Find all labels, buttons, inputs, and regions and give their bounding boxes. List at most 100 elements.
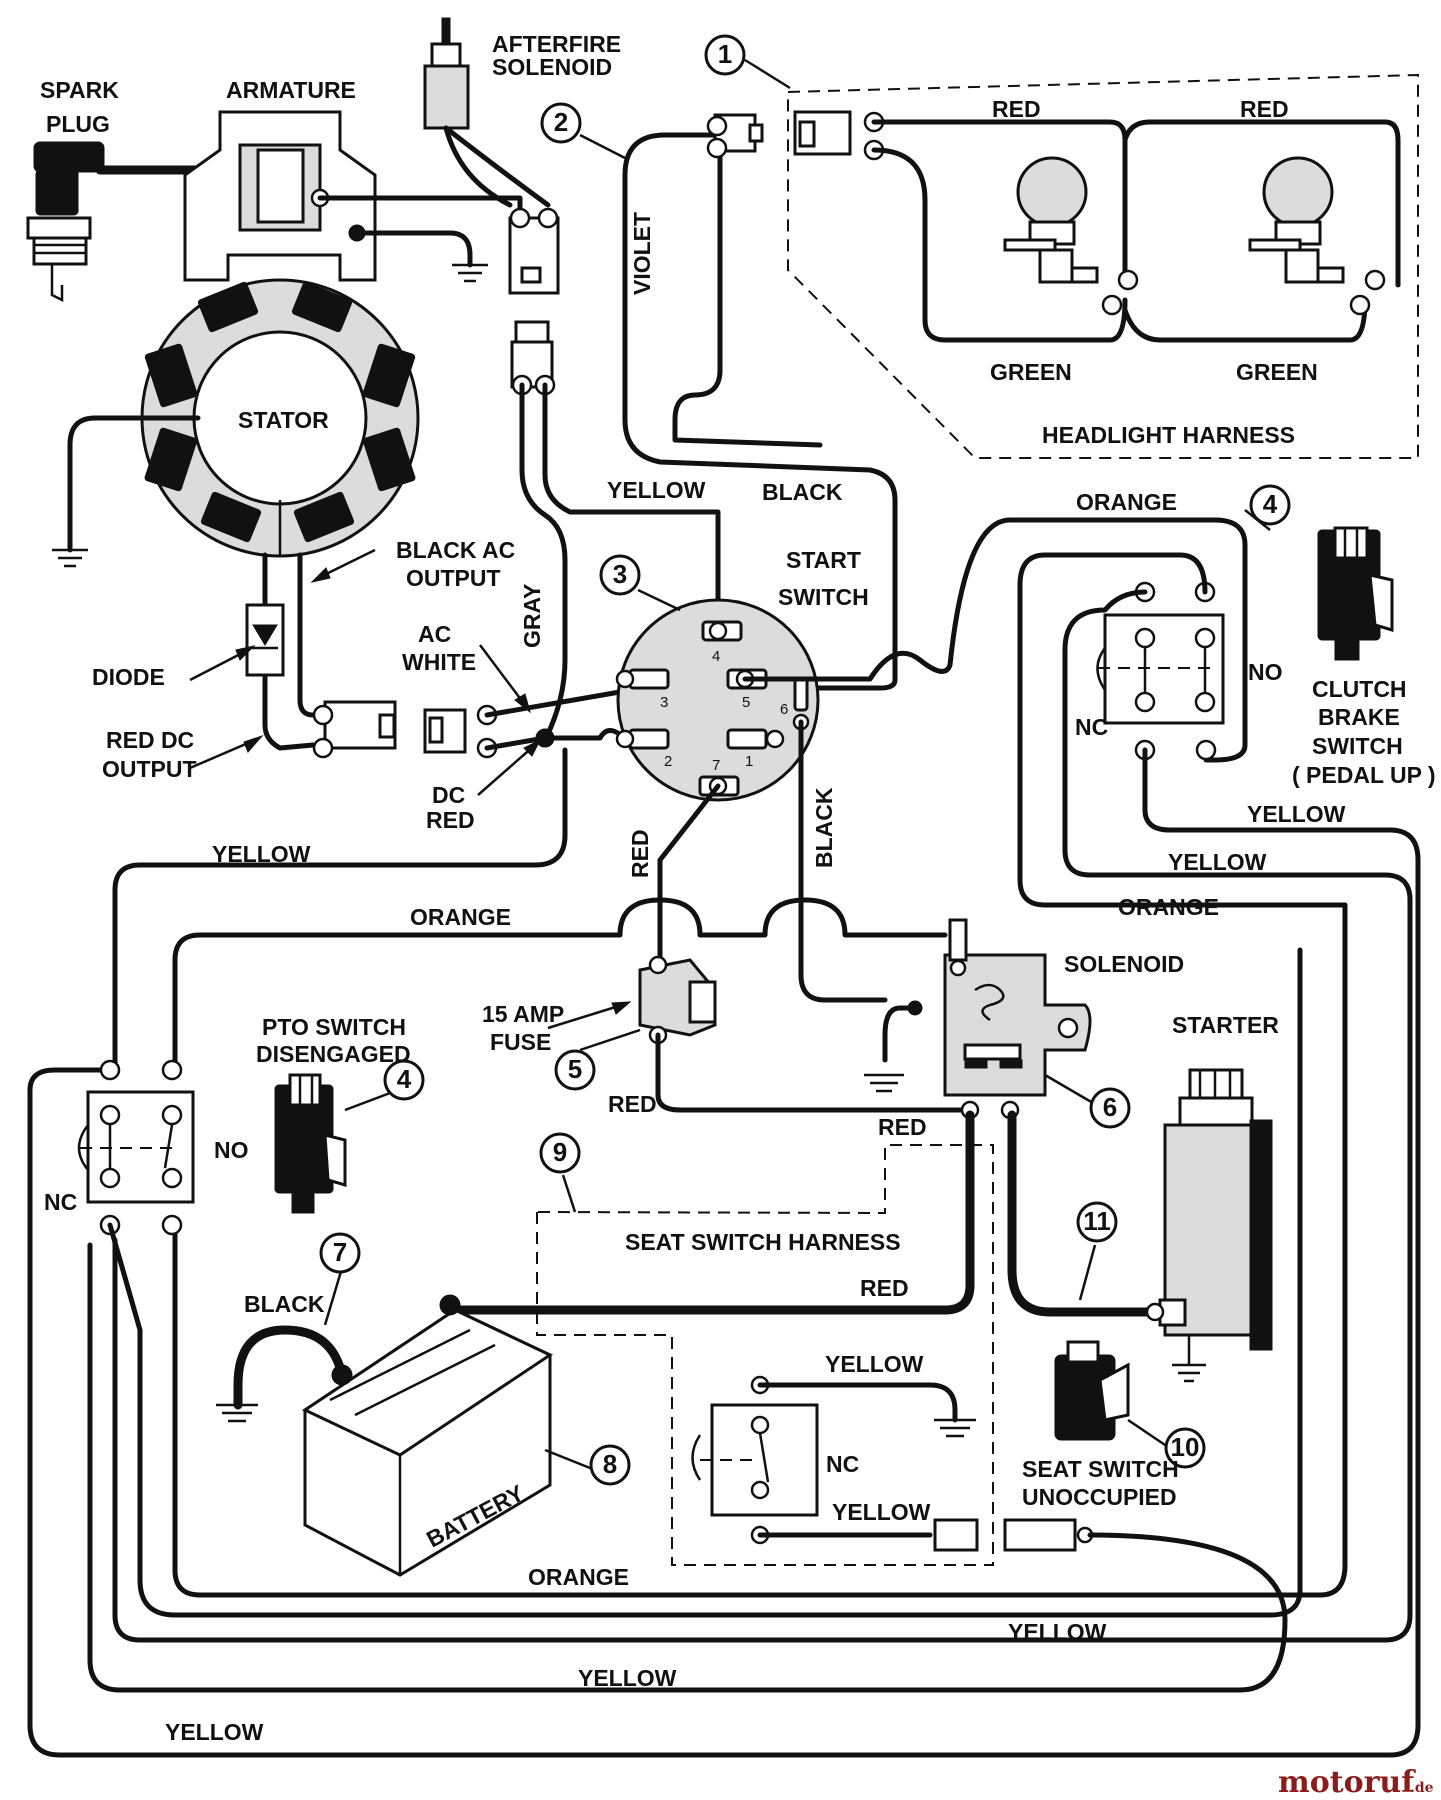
callout-6: 6 bbox=[1103, 1092, 1117, 1122]
fuse bbox=[638, 955, 717, 1045]
wire-starter-cable bbox=[1007, 1110, 1155, 1317]
label-seat-1: SEAT SWITCH bbox=[1022, 1456, 1179, 1482]
label-red-vertical: RED bbox=[627, 829, 653, 878]
wire-clutch-yellow-b bbox=[27, 747, 1421, 1758]
label-arrows bbox=[189, 548, 632, 1030]
ground-seat bbox=[934, 1418, 976, 1438]
label-yellow-b1: YELLOW bbox=[1008, 1619, 1107, 1645]
clutch-switch-schematic bbox=[1096, 581, 1225, 761]
label-starter: STARTER bbox=[1172, 1012, 1279, 1038]
spark-plug bbox=[26, 141, 235, 303]
callout-9: 9 bbox=[553, 1137, 567, 1167]
wire-red-dc bbox=[262, 552, 316, 751]
label-stator: STATOR bbox=[238, 407, 329, 433]
pto-switch bbox=[274, 1073, 347, 1214]
seat-connector bbox=[933, 1518, 1094, 1552]
label-no-clutch: NO bbox=[1248, 659, 1283, 685]
label-red-headlight-1: RED bbox=[992, 96, 1041, 122]
label-dc-red: RED bbox=[426, 807, 475, 833]
label-gray: GRAY bbox=[519, 584, 545, 648]
label-white: WHITE bbox=[402, 649, 476, 675]
diode bbox=[245, 603, 285, 677]
label-nc-clutch: NC bbox=[1075, 714, 1108, 740]
label-orange-bottom: ORANGE bbox=[528, 1564, 629, 1590]
label-brake: BRAKE bbox=[1318, 704, 1400, 730]
wire-clutch-orange-a bbox=[1017, 552, 1348, 908]
wire-pto-yellow bbox=[107, 947, 1303, 1618]
wire-switch-5-orange bbox=[742, 517, 1248, 763]
callout-3: 3 bbox=[613, 559, 627, 589]
wire-red-fuse bbox=[657, 783, 721, 963]
label-yellow-r1: YELLOW bbox=[1247, 801, 1346, 827]
label-black-ac-2: OUTPUT bbox=[406, 565, 501, 591]
callout-4a: 4 bbox=[1263, 489, 1278, 519]
label-solenoid: SOLENOID bbox=[1064, 951, 1184, 977]
wire-black-battery bbox=[233, 1325, 347, 1410]
label-red-fuse: RED bbox=[608, 1091, 657, 1117]
label-seat-2: UNOCCUPIED bbox=[1022, 1484, 1177, 1510]
label-orange-r: ORANGE bbox=[1118, 894, 1219, 920]
labels: SPARK PLUG ARMATURE AFTERFIRE SOLENOID S… bbox=[40, 31, 1436, 1745]
seat-harness-outline bbox=[536, 1144, 994, 1566]
label-yellow-top: YELLOW bbox=[607, 477, 706, 503]
wire-yellow-left bbox=[112, 747, 568, 1068]
terminal-6: 6 bbox=[780, 701, 788, 718]
label-spark-plug-2: PLUG bbox=[46, 111, 110, 137]
terminal-7: 7 bbox=[712, 757, 720, 774]
label-red-battery: RED bbox=[860, 1275, 909, 1301]
label-pto-1: PTO SWITCH bbox=[262, 1014, 406, 1040]
label-yellow-b2: YELLOW bbox=[578, 1665, 677, 1691]
wire-green-headlight bbox=[871, 147, 1368, 343]
pto-switch-schematic bbox=[77, 1059, 195, 1236]
afterfire-solenoid bbox=[423, 17, 560, 396]
wire-solenoid-ground bbox=[882, 1005, 918, 1063]
label-nc-pto: NC bbox=[44, 1189, 77, 1215]
label-yellow-b3: YELLOW bbox=[165, 1719, 264, 1745]
label-dc: DC bbox=[432, 782, 465, 808]
headlight-connector bbox=[706, 110, 885, 161]
harness-connector-ac bbox=[423, 704, 498, 759]
label-no-pto: NO bbox=[214, 1137, 249, 1163]
label-spark-plug-1: SPARK bbox=[40, 77, 119, 103]
watermark-brand: motoruf bbox=[1278, 1765, 1416, 1800]
ground-battery bbox=[216, 1403, 258, 1423]
label-clutch: CLUTCH bbox=[1312, 676, 1407, 702]
ground-starter bbox=[1172, 1335, 1206, 1383]
label-switch: SWITCH bbox=[778, 584, 869, 610]
wire-stator-ground bbox=[67, 415, 201, 553]
callout-4b: 4 bbox=[397, 1064, 412, 1094]
seat-switch-schematic bbox=[691, 1375, 819, 1545]
ground-solenoid bbox=[864, 1073, 904, 1093]
label-yellow-seat-1: YELLOW bbox=[825, 1351, 924, 1377]
label-fuse-1: 15 AMP bbox=[482, 1001, 564, 1027]
callout-2: 2 bbox=[554, 107, 568, 137]
callout-circles bbox=[319, 34, 1291, 1486]
headlight-harness-outline bbox=[787, 73, 1419, 459]
callout-numbers: 1 2 3 4 4 5 6 7 8 9 10 11 bbox=[333, 39, 1278, 1479]
label-black-top: BLACK bbox=[762, 479, 843, 505]
label-afterfire-2: SOLENOID bbox=[492, 54, 612, 80]
label-pedal-up: ( PEDAL UP ) bbox=[1292, 762, 1436, 788]
terminal-1: 1 bbox=[745, 753, 753, 770]
watermark: motoruf .de bbox=[1278, 1765, 1434, 1800]
label-nc-seat: NC bbox=[826, 1451, 859, 1477]
label-yellow-left: YELLOW bbox=[212, 841, 311, 867]
label-red-solenoid: RED bbox=[878, 1114, 927, 1140]
label-armature: ARMATURE bbox=[226, 77, 356, 103]
label-headlight-harness: HEADLIGHT HARNESS bbox=[1042, 422, 1295, 448]
wire-seat-yellow-loop bbox=[87, 1242, 1288, 1693]
wire-red-fuse-out bbox=[655, 1032, 968, 1113]
label-fuse-2: FUSE bbox=[490, 1029, 551, 1055]
wire-seat-yellow-ground bbox=[757, 1382, 958, 1423]
wire-orange-main bbox=[172, 897, 948, 1073]
label-red-dc-2: OUTPUT bbox=[102, 756, 197, 782]
callout-7: 7 bbox=[333, 1237, 347, 1267]
label-seat-harness: SEAT SWITCH HARNESS bbox=[625, 1229, 901, 1255]
label-clutch-switch: SWITCH bbox=[1312, 733, 1403, 759]
wire-violet bbox=[622, 132, 898, 691]
label-green-2: GREEN bbox=[1236, 359, 1318, 385]
stator-connector bbox=[312, 700, 397, 759]
starter bbox=[1145, 1068, 1273, 1351]
armature bbox=[183, 110, 523, 282]
